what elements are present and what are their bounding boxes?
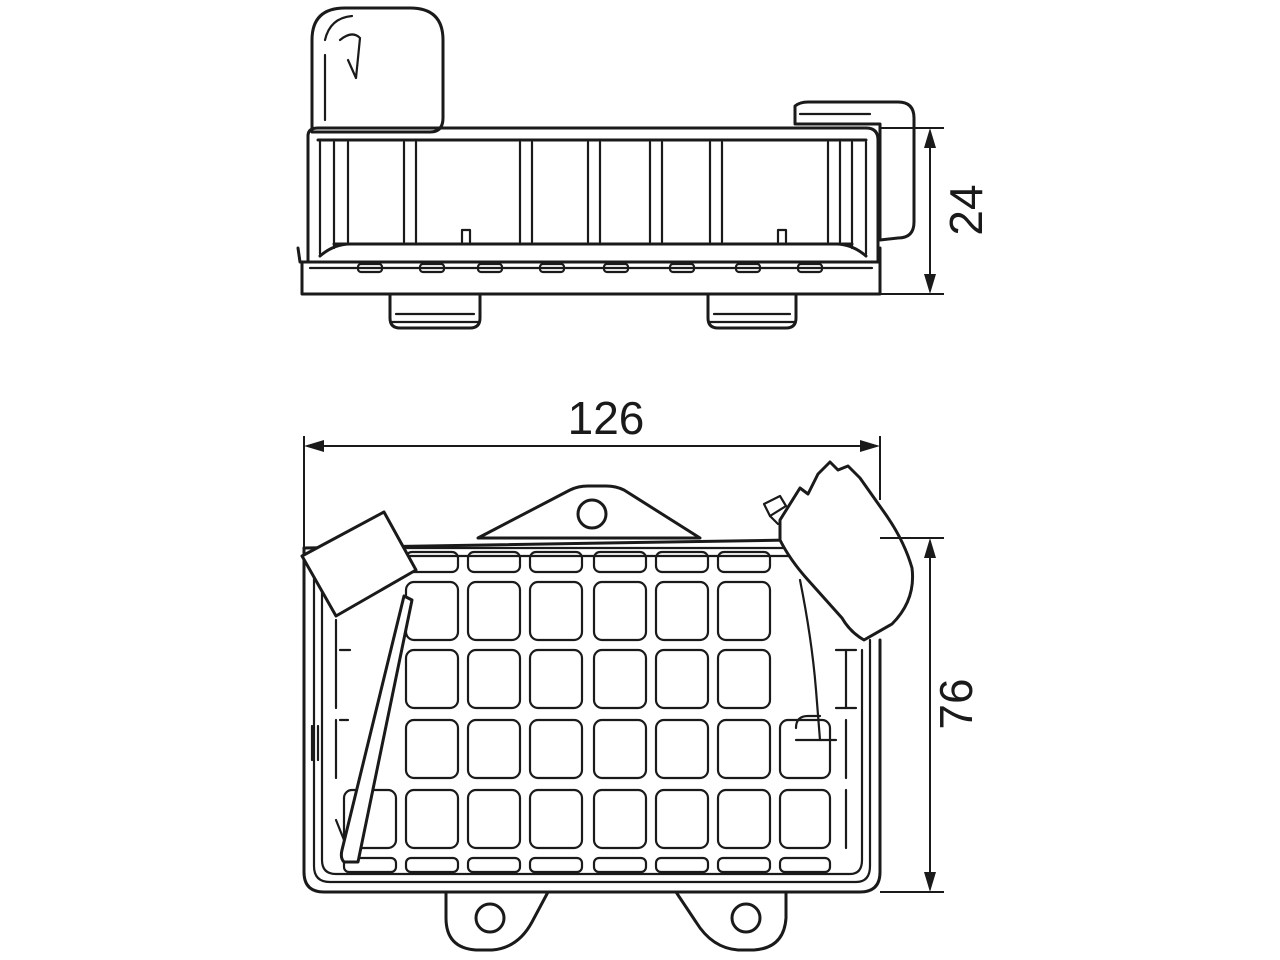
top-view-left-pipe [300, 510, 418, 864]
dimension-depth-label: 76 [930, 678, 982, 729]
side-view-feet [388, 292, 798, 330]
dimension-height-label: 24 [940, 184, 992, 235]
dimension-height [880, 127, 944, 295]
top-view-body [302, 538, 882, 894]
dimension-width-label: 126 [568, 392, 645, 444]
top-view-mounting-ear-top [476, 484, 702, 540]
top-view-cell-grid [334, 550, 858, 874]
dimension-depth [880, 537, 944, 893]
side-view-body [296, 126, 882, 296]
top-view-right-pipe [762, 460, 915, 742]
top-view-mounting-ear-bottom-right [674, 890, 788, 952]
top-view-mounting-ear-bottom-left [444, 890, 550, 952]
top-view: 126 [300, 392, 982, 952]
side-view-left-connector [310, 6, 445, 134]
dimension-width [303, 436, 881, 556]
side-view: 24 [296, 6, 992, 330]
side-view-right-fitting [793, 100, 916, 242]
